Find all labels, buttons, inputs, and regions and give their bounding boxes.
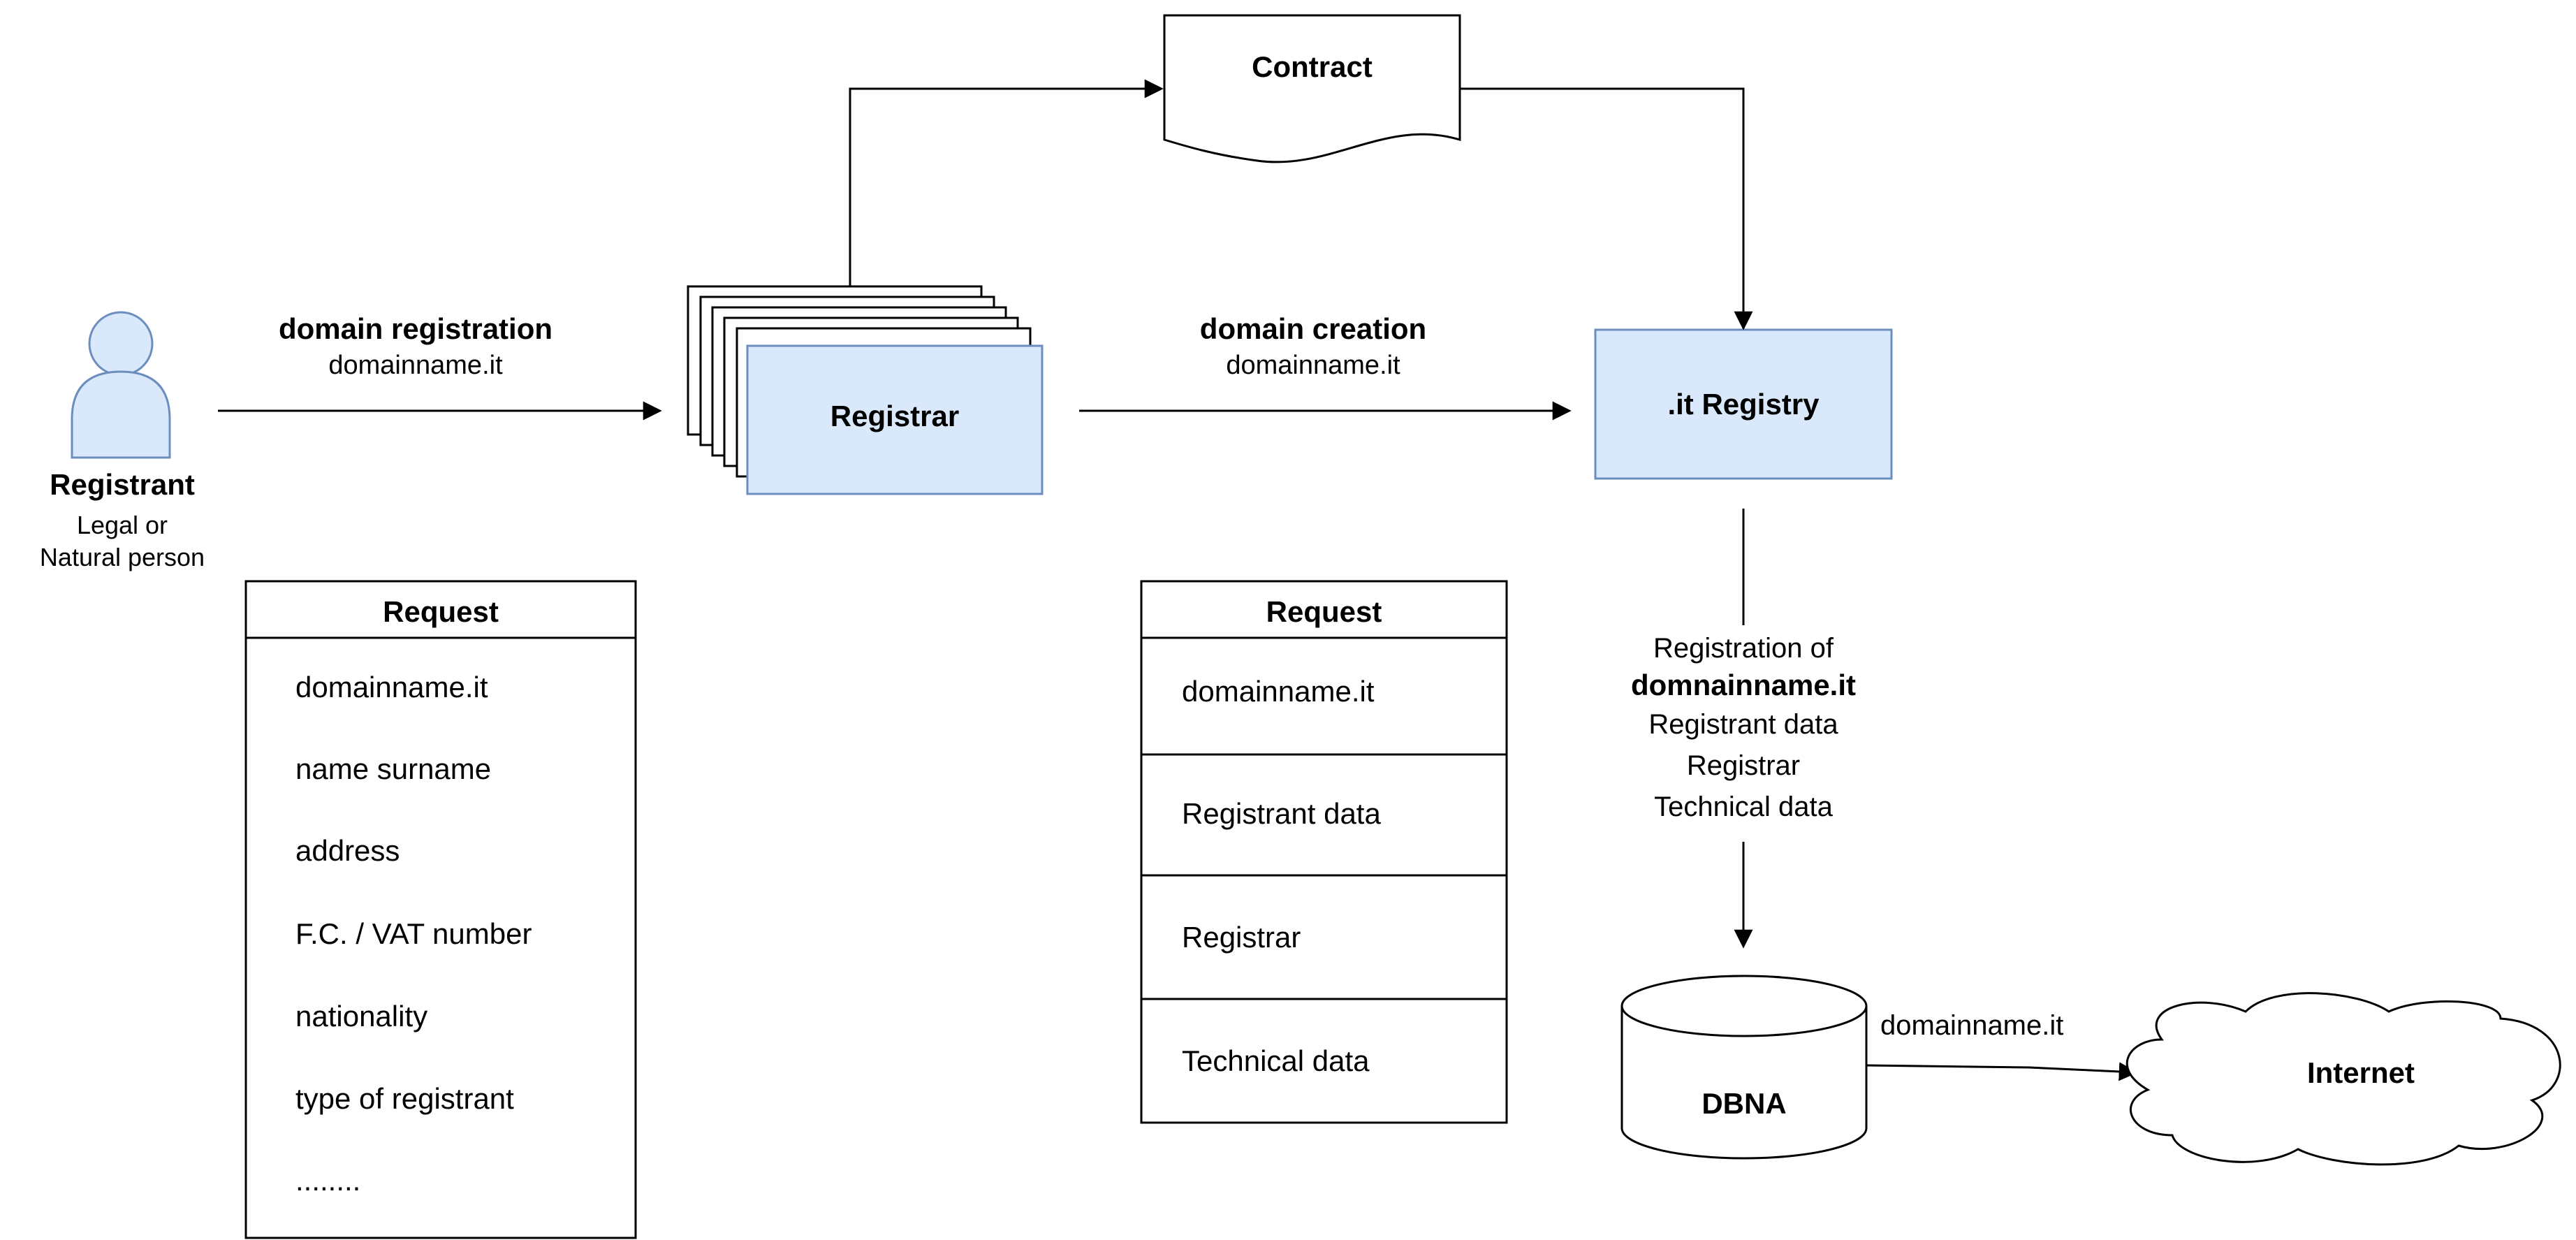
registration-note-5: Technical data [1654, 792, 1833, 822]
request-table-left [244, 580, 637, 1239]
request-left-item: domainname.it [295, 671, 488, 703]
registrar-node [746, 344, 1044, 495]
creation-edge-domain: domainname.it [1226, 351, 1400, 380]
request-left-header: Request [383, 595, 499, 628]
request-left-item: ........ [295, 1164, 361, 1197]
request-left-item: address [295, 834, 400, 867]
dbna-node [1620, 975, 1868, 1160]
creation-edge-title: domain creation [1199, 312, 1427, 345]
registration-note-3: Registrant data [1648, 709, 1838, 740]
person-icon [71, 311, 171, 459]
registrar-label: Registrar [830, 400, 960, 432]
internet-label: Internet [2306, 1056, 2415, 1089]
internet-cloud [2125, 992, 2561, 1166]
contract-node [1163, 14, 1461, 163]
registrant-subtitle-1: Legal or [76, 511, 168, 539]
dbna-label: DBNA [1702, 1087, 1787, 1120]
contract-label: Contract [1252, 50, 1373, 83]
registry-label: .it Registry [1667, 388, 1820, 421]
registry-node [1594, 328, 1893, 480]
request-middle-item: Technical data [1182, 1044, 1370, 1077]
registration-edge-domain: domainname.it [328, 351, 503, 380]
request-left-item: name surname [295, 752, 492, 785]
request-middle-item: Registrar [1182, 921, 1301, 954]
registrant-subtitle-2: Natural person [39, 543, 205, 571]
request-left-item: type of registrant [295, 1082, 514, 1115]
registration-edge-title: domain registration [278, 312, 553, 345]
request-middle-item: Registrant data [1182, 797, 1381, 830]
contract-to-registry-connector [1460, 87, 1753, 330]
request-left-item: nationality [295, 1000, 428, 1033]
registration-note-4: Registrar [1686, 750, 1801, 781]
dbna-to-internet-arrow [1866, 1062, 2138, 1081]
registrar-to-contract-connector [849, 79, 1164, 286]
registrant-title: Registrant [50, 468, 195, 501]
internet-edge-label: domainname.it [1880, 1010, 2064, 1041]
registration-note-1: Registration of [1653, 633, 1834, 664]
request-middle-item: domainname.it [1182, 675, 1375, 708]
request-left-item: F.C. / VAT number [295, 917, 532, 950]
request-middle-header: Request [1266, 595, 1382, 628]
request-table-middle [1140, 580, 1508, 1124]
registration-note-2: domnainname.it [1630, 669, 1857, 701]
